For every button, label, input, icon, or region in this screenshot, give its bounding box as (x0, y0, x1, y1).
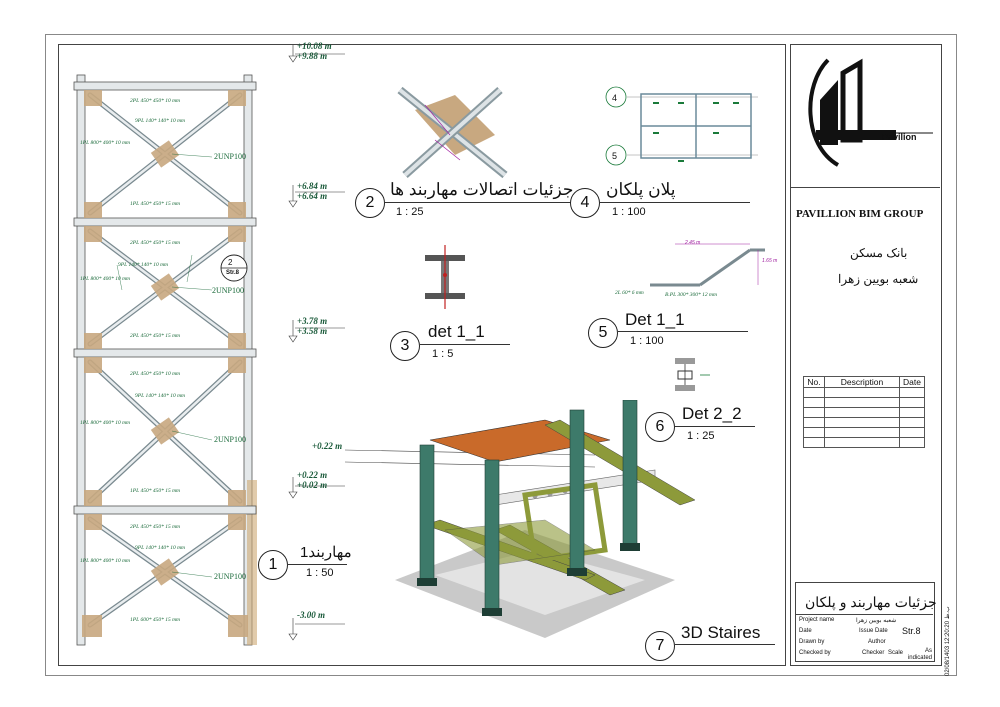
dim-1-65: 1.65 m (762, 258, 778, 264)
label-9pl-d: 9PL 140* 140* 10 mm (135, 393, 186, 399)
label-1pl-600: 1PL 600* 450* 15 mm (130, 617, 181, 623)
label-2pl-15-c: 2PL 450* 450* 15 mm (130, 333, 181, 339)
date-label: Date (799, 628, 812, 634)
author: Author (868, 639, 886, 645)
label-9pl-e: 9PL 140* 140* 10 mm (135, 545, 186, 551)
label-1pl-800-a: 1PL 800* 400* 10 mm (80, 140, 131, 146)
view-4-title: پلان پلکان (606, 180, 676, 199)
view-2-scale: 1 : 25 (396, 206, 424, 218)
project-name-value: شعبه بویین زهرا (856, 618, 897, 624)
level-6-84: +6.84 m (297, 181, 328, 191)
sheet-info-block (795, 582, 935, 662)
drawing-area (58, 44, 786, 666)
view-4-scale: 1 : 100 (612, 206, 646, 218)
level-6-64: +6.64 m (297, 191, 328, 201)
3d-stair-model (345, 400, 696, 638)
view-3-number: 3 (390, 331, 420, 361)
view-4-number: 4 (570, 188, 600, 218)
logo-text: Pavilion (882, 132, 917, 142)
label-unp-b: 2UNP100 (212, 286, 245, 295)
floor-beams (73, 81, 257, 515)
section-marker-ref: Str.8 (226, 270, 240, 276)
label-unp-a: 2UNP100 (214, 152, 247, 161)
label-9pl-b: 9PL 140* 140* 10 mm (118, 262, 169, 268)
view-1-scale: 1 : 50 (306, 567, 334, 579)
level-0-02: +0.02 m (297, 480, 328, 490)
stair-elevation (650, 243, 765, 287)
print-timestamp: 02/08/1403 ب.ظ 12:20:20 (945, 606, 951, 676)
label-base-pl: B.PL 300* 300* 12 mm (665, 292, 717, 298)
checked-by-label: Checked by (799, 650, 831, 656)
label-unp-d: 2UNP100 (214, 435, 247, 444)
level-3-58: +3.58 m (297, 326, 328, 336)
issue-date: Issue Date (859, 628, 888, 634)
view-1-number: 1 (258, 550, 288, 580)
view-5-scale: 1 : 100 (630, 335, 664, 347)
label-9pl-a: 9PL 140* 140* 10 mm (135, 118, 186, 124)
label-2pl-10-a: 2PL 450* 450* 10 mm (130, 98, 181, 104)
rev-header-description: Description (824, 376, 900, 388)
view-7-number: 7 (645, 631, 675, 661)
drawn-by-label: Drawn by (799, 639, 825, 645)
company-logo (808, 58, 933, 167)
view-5-title: Det 1_1 (625, 310, 685, 329)
label-1pl-800-b: 1PL 800* 400* 10 mm (80, 276, 131, 282)
rev-header-date: Date (899, 376, 925, 388)
client-line-1: بانک مسکن (850, 246, 908, 260)
label-2pl-10-d: 2PL 450* 450* 10 mm (130, 371, 181, 377)
view-3-scale: 1 : 5 (432, 348, 454, 360)
view-3-title: det 1_1 (428, 322, 485, 341)
grid-4-label: 4 (612, 93, 618, 103)
label-1pl-450-a: 1PL 450* 450* 15 mm (130, 201, 181, 207)
view-6-number: 6 (645, 412, 675, 442)
level-0-22: +0.22 m (297, 470, 328, 480)
view-1-title: مهاربند1 (300, 544, 352, 561)
view-5-number: 5 (588, 318, 618, 348)
company-name: PAVILLION BIM GROUP (796, 208, 924, 220)
label-1pl-800-d: 1PL 800* 400* 10 mm (80, 420, 131, 426)
connection-detail (397, 86, 508, 179)
timber-post (247, 480, 257, 645)
view-2-title: جزئیات اتصالات مهاربند ها (390, 180, 574, 199)
rev-header-no: No. (803, 376, 825, 388)
level-minus-3: -3.00 m (297, 610, 325, 620)
scale-label: Scale (888, 650, 904, 656)
view-6-title: Det 2_2 (682, 404, 742, 423)
checker: Checker (862, 650, 885, 656)
leader-lines (116, 153, 213, 578)
section-marker-num: 2 (228, 258, 233, 267)
label-2l-angle: 2L 60* 6 mm (615, 290, 644, 296)
scale-value: As indicated (907, 648, 932, 661)
label-2pl-15-b: 2PL 450* 450* 15 mm (130, 240, 181, 246)
stair-plan (605, 86, 758, 166)
label-unp-e: 2UNP100 (214, 572, 247, 581)
view-7-title: 3D Staires (681, 623, 761, 642)
det-2-2-drawing (675, 358, 710, 391)
label-2pl-15-e: 2PL 450* 450* 15 mm (130, 524, 181, 530)
level-10-08: +10.08 m (297, 41, 332, 51)
title-block (790, 44, 942, 666)
gusset-plates (82, 90, 248, 637)
revision-table: No. Description Date (803, 376, 925, 448)
grid-5-label: 5 (612, 151, 618, 161)
client-line-2: شعبه بویین زهرا (838, 272, 919, 286)
view-6-scale: 1 : 25 (687, 430, 715, 442)
view-2-number: 2 (355, 188, 385, 218)
i-section-detail (425, 245, 465, 309)
level-markers (288, 45, 345, 641)
label-1pl-450-d: 1PL 450* 450* 15 mm (130, 488, 181, 494)
bracing-elevation (73, 74, 257, 646)
level-9-88: +9.88 m (297, 51, 328, 61)
sheet-border (45, 34, 957, 676)
sheet-number: Str.8 (902, 626, 921, 636)
level-3d-0-22: +0.22 m (312, 441, 343, 451)
sheet-title: جزئیات مهاربند و پلکان (805, 594, 937, 610)
dim-2-45: 2.45 m (685, 240, 701, 246)
level-3-78: +3.78 m (297, 316, 328, 326)
label-1pl-800-e: 1PL 800* 400* 10 mm (80, 558, 131, 564)
project-name-label: Project name (799, 617, 835, 623)
